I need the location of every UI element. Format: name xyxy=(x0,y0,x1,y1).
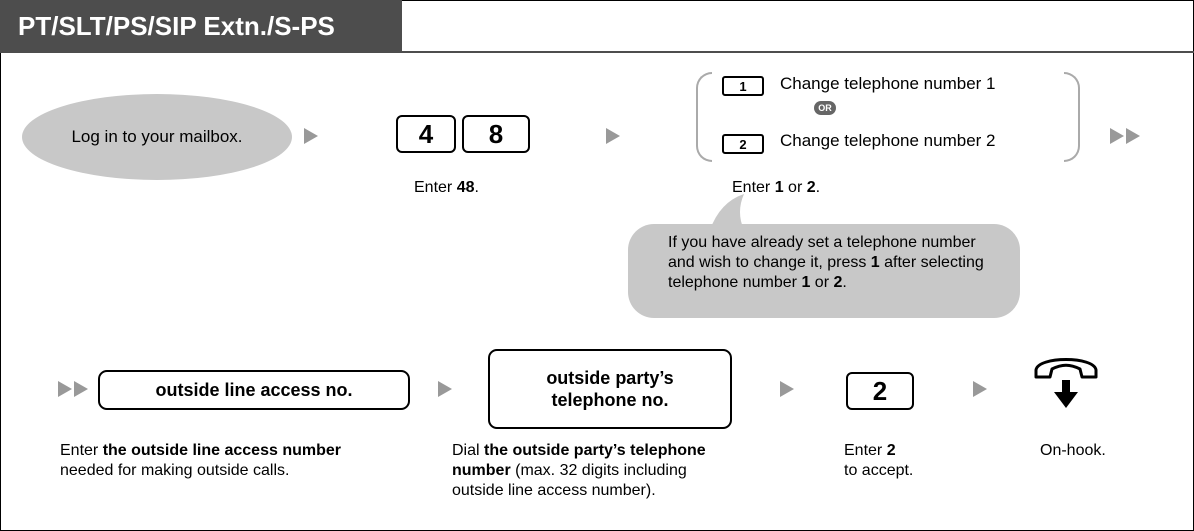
login-step-text: Log in to your mailbox. xyxy=(71,127,243,146)
key-1: 1 xyxy=(722,76,764,96)
accept-caption: Enter 2 to accept. xyxy=(844,442,914,479)
outside-party-number-box: outside party’s telephone no. xyxy=(488,349,732,429)
note-line-3: telephone number 1 or 2. xyxy=(668,274,847,291)
double-arrow-right-icon xyxy=(58,381,88,397)
left-bracket xyxy=(696,72,712,162)
outside-line-access-box: outside line access no. xyxy=(98,370,410,410)
note-bubble: If you have already set a telephone numb… xyxy=(628,224,1020,318)
arrow-right-icon xyxy=(780,381,794,397)
header-rule xyxy=(0,51,1194,53)
enter-1-or-2-caption: Enter 1 or 2. xyxy=(732,179,821,196)
handset-hang-up-icon xyxy=(1034,358,1098,408)
outside-line-caption: Enter the outside line access number nee… xyxy=(60,442,341,479)
arrow-right-icon xyxy=(304,128,318,144)
outside-party-caption: Dial the outside party’s telephone numbe… xyxy=(452,442,706,499)
note-line-2: and wish to change it, press 1 after sel… xyxy=(668,254,984,271)
key-8: 8 xyxy=(462,115,530,153)
arrow-right-icon xyxy=(973,381,987,397)
key-2: 2 xyxy=(722,134,764,154)
login-step-oval: Log in to your mailbox. xyxy=(22,94,292,180)
double-arrow-right-icon xyxy=(1110,128,1140,144)
option-2-label: Change telephone number 2 xyxy=(780,131,996,150)
or-badge: OR xyxy=(814,101,836,115)
on-hook-caption: On-hook. xyxy=(1040,442,1106,459)
key-4: 4 xyxy=(396,115,456,153)
enter-48-caption: Enter 48. xyxy=(414,179,479,196)
key-2-accept: 2 xyxy=(846,372,914,410)
right-bracket xyxy=(1064,72,1080,162)
page-title: PT/SLT/PS/SIP Extn./S-PS xyxy=(0,0,402,52)
note-line-1: If you have already set a telephone numb… xyxy=(668,234,976,251)
option-1-label: Change telephone number 1 xyxy=(780,74,996,93)
note-bubble-tail xyxy=(710,194,744,230)
arrow-right-icon xyxy=(438,381,452,397)
arrow-right-icon xyxy=(606,128,620,144)
